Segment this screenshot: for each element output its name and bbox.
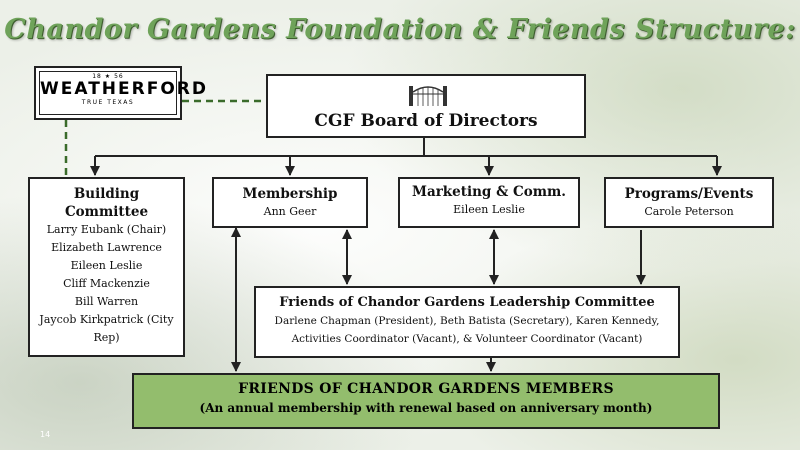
friends-leadership-box: Friends of Chandor Gardens Leadership Co…	[254, 286, 680, 358]
building-member: Jaycob Kirkpatrick (City Rep)	[39, 313, 174, 344]
board-title: CGF Board of Directors	[314, 111, 538, 131]
building-member: Cliff Mackenzie	[63, 277, 150, 290]
members-title: FRIENDS OF CHANDOR GARDENS MEMBERS	[238, 381, 614, 397]
building-committee-title: Building Committee	[64, 186, 149, 220]
membership-lead: Ann Geer	[263, 205, 317, 218]
page-title: Chandor Gardens Foundation & Friends Str…	[4, 14, 796, 45]
friends-leadership-title: Friends of Chandor Gardens Leadership Co…	[279, 295, 655, 310]
marketing-title: Marketing & Comm.	[412, 184, 566, 200]
friends-leadership-line1: Darlene Chapman (President), Beth Batist…	[274, 315, 660, 327]
logo-city: WEATHERFORD	[40, 79, 208, 99]
garden-gate-icon	[409, 86, 447, 106]
marketing-box: Marketing & Comm. Eileen Leslie	[398, 177, 580, 228]
building-member: Eileen Leslie	[70, 259, 143, 272]
building-member: Bill Warren	[74, 295, 139, 308]
building-committee-box: Building Committee Larry Eubank (Chair) …	[28, 177, 185, 357]
logo-year-right: 56	[114, 73, 124, 80]
friends-leadership-line2: Activities Coordinator (Vacant), & Volun…	[291, 333, 643, 345]
texas-star-icon: ★	[104, 73, 112, 80]
logo-year-left: 18	[92, 73, 102, 80]
members-box: FRIENDS OF CHANDOR GARDENS MEMBERS (An a…	[132, 373, 720, 429]
logo-tagline: TRUE TEXAS	[81, 99, 135, 106]
membership-box: Membership Ann Geer	[212, 177, 368, 228]
programs-title: Programs/Events	[624, 186, 754, 202]
membership-title: Membership	[242, 186, 338, 202]
members-subtitle: (An annual membership with renewal based…	[199, 401, 653, 415]
weatherford-logo: 18 ★ 56 WEATHERFORD TRUE TEXAS	[34, 66, 208, 120]
marketing-lead: Eileen Leslie	[453, 203, 525, 216]
page-number: 14	[40, 430, 51, 439]
programs-lead: Carole Peterson	[644, 205, 734, 218]
building-member: Elizabeth Lawrence	[51, 241, 162, 254]
building-member: Larry Eubank (Chair)	[46, 223, 167, 236]
programs-box: Programs/Events Carole Peterson	[604, 177, 774, 228]
board-box: CGF Board of Directors	[266, 74, 586, 138]
